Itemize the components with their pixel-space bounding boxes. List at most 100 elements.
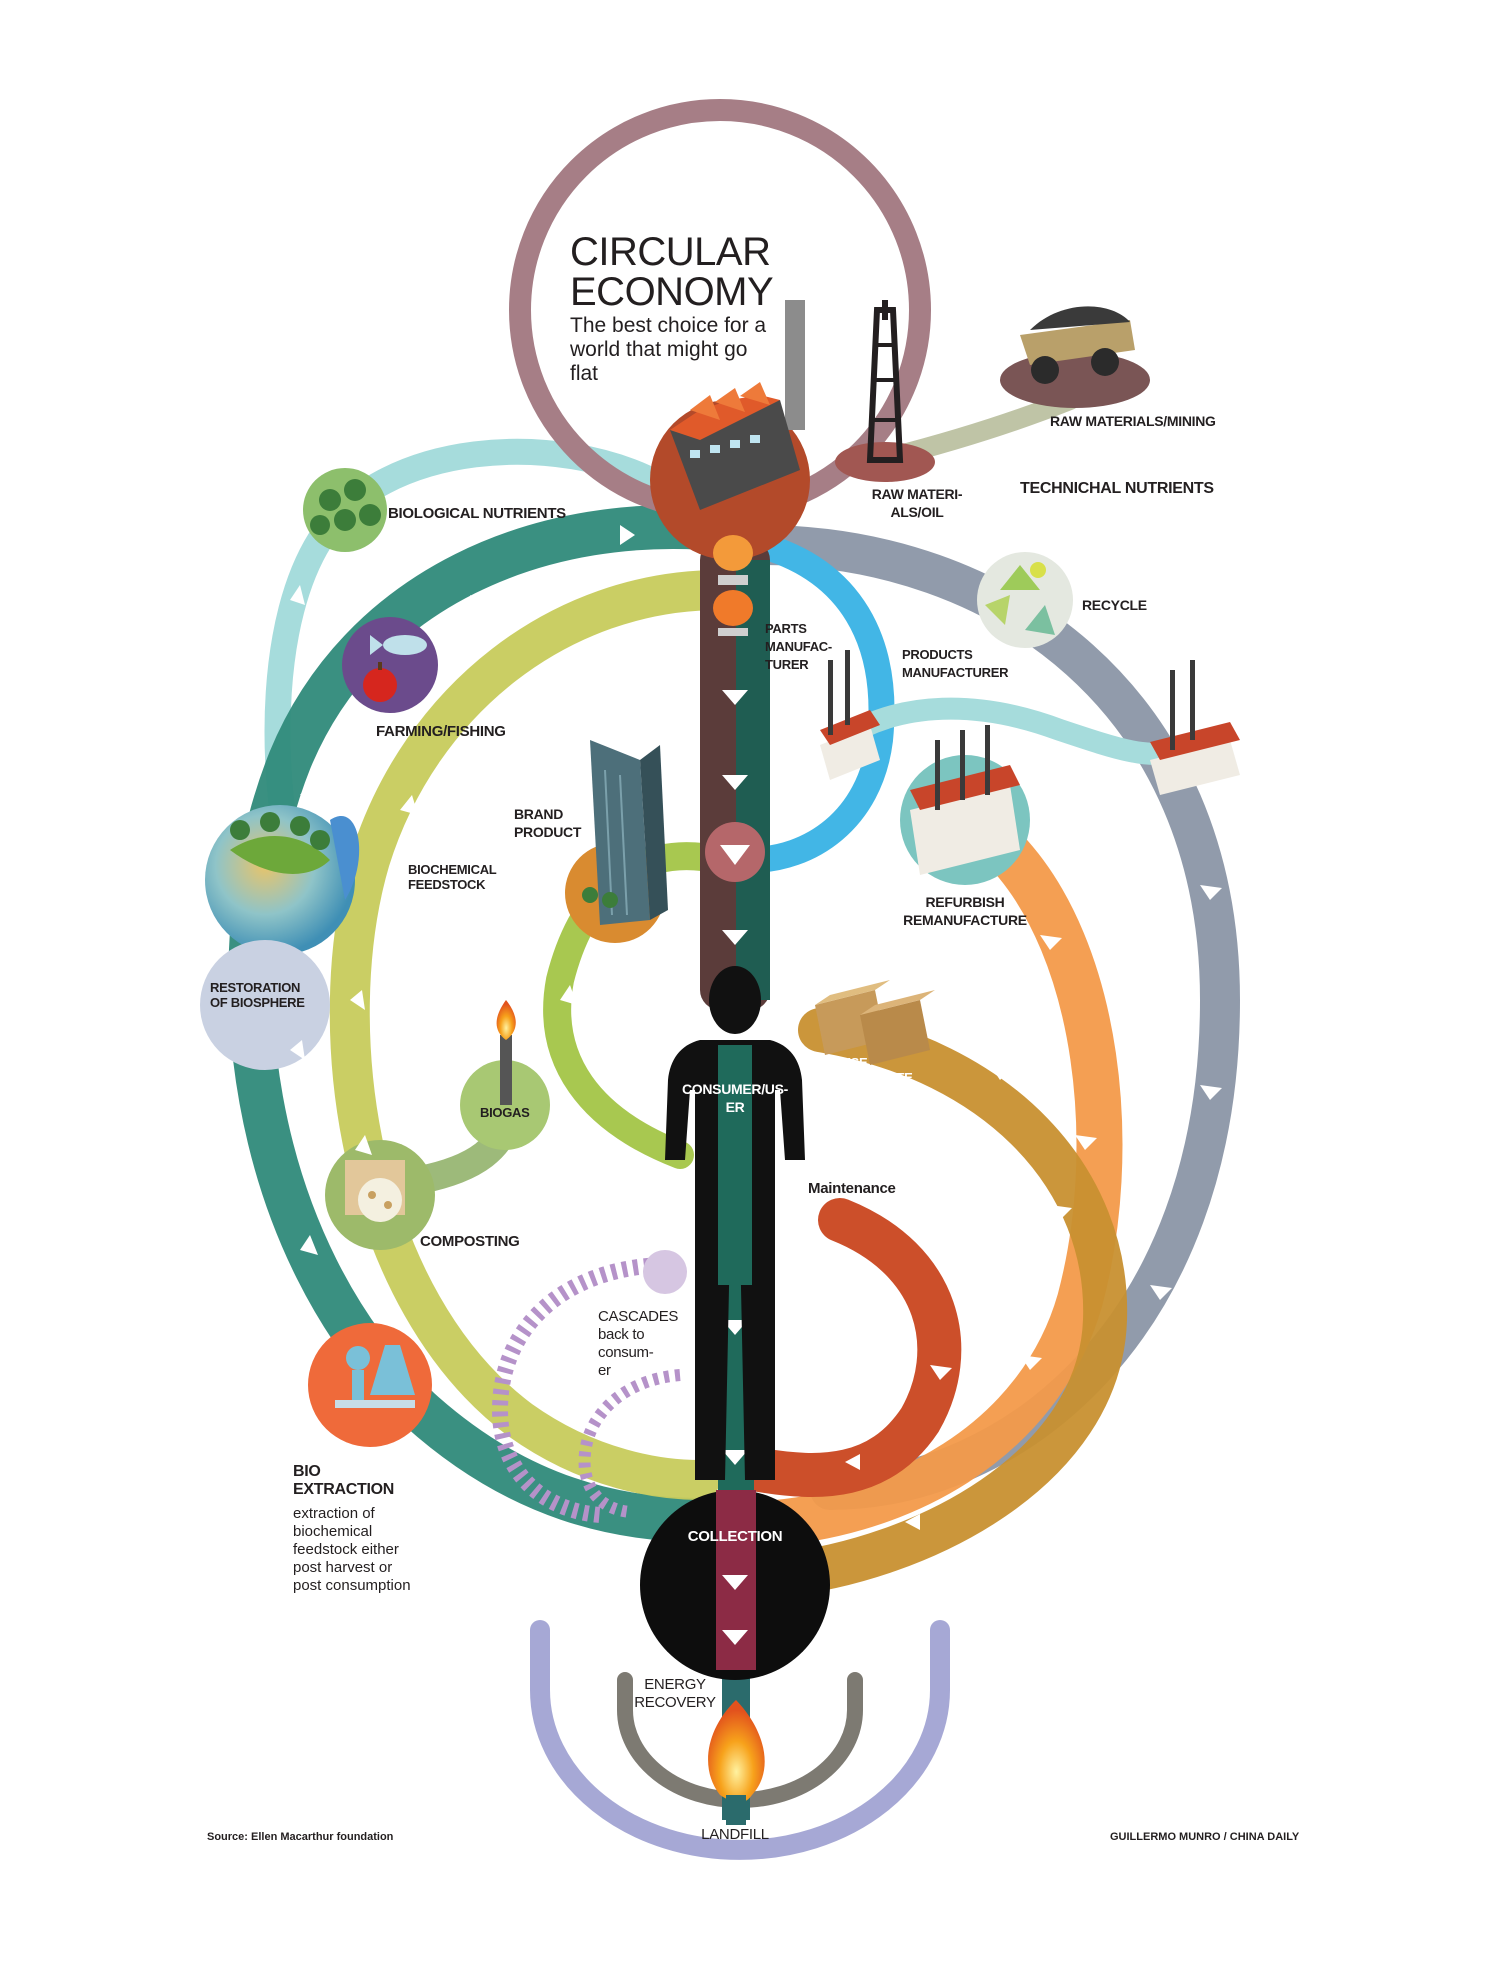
biochemical-feedstock-line-1: BIOCHEMICAL <box>408 862 497 877</box>
consumer-line-1: CONSUMER/US- <box>681 1081 789 1097</box>
flow-arrow <box>300 780 318 800</box>
lantern-icon <box>713 535 753 636</box>
trees-icon <box>303 468 387 552</box>
bio-extraction-description: extraction of biochemical feedstock eith… <box>293 1505 411 1595</box>
flow-arrow <box>300 1235 318 1255</box>
boxes-icon <box>815 980 935 1065</box>
flow-arrow <box>620 525 635 545</box>
person-silhouette-icon <box>665 966 805 1480</box>
parts-manufacturer-line-2: MANUFAC- <box>765 639 832 654</box>
rehuse-line-2: REDESTRIBUTE <box>815 1070 913 1085</box>
parts-manufacturer-line-3: TURER <box>765 657 809 672</box>
recycle-label: RECYCLE <box>1082 597 1147 613</box>
reuse-loop <box>758 1008 1128 1597</box>
energy-recovery-line-1: ENERGY <box>644 1676 706 1693</box>
cascades-label: CASCADES back to consum- er <box>598 1308 678 1380</box>
maintenance-label: Maintenance <box>808 1180 896 1197</box>
refurbish-line-2: REMANUFACTURE <box>903 912 1027 928</box>
stem-arrow <box>722 775 748 790</box>
refurbish-label: REFURBISH REMANUFACTURE <box>885 893 1045 929</box>
products-manufacturer-label: PRODUCTS MANUFACTURER <box>902 646 1008 682</box>
raw-materials-oil-label: RAW MATERI- ALS/OIL <box>862 485 972 521</box>
stem-arrow <box>722 1320 748 1335</box>
products-manufacturer-link <box>829 697 1191 765</box>
flow-arrow <box>475 470 490 490</box>
rehuse-line-1: REHUSE <box>815 1055 868 1070</box>
author-credit: GUILLERMO MUNRO / CHINA DAILY <box>1110 1831 1300 1843</box>
flow-arrow <box>640 620 655 640</box>
maintenance-loop <box>738 1198 962 1497</box>
landfill-arc <box>530 1620 950 1860</box>
title-line-2: ECONOMY <box>570 270 774 314</box>
bio-extraction-desc-line-1: extraction of <box>293 1505 375 1522</box>
flow-arrow <box>1040 935 1062 950</box>
collection-label: COLLECTION <box>687 1528 783 1545</box>
restoration-line-1: RESTORATION <box>210 980 301 995</box>
biogas-label: BIOGAS <box>480 1105 530 1120</box>
biological-nutrients-label: BIOLOGICAL NUTRIENTS <box>388 505 566 522</box>
bio-extraction-desc-line-5: post consumption <box>293 1577 411 1594</box>
flow-arrow <box>1075 1135 1097 1150</box>
flow-arrow <box>1050 1205 1072 1220</box>
flow-arrow <box>1160 655 1175 672</box>
parts-manufacturer-line-1: PARTS <box>765 621 807 636</box>
fish-apple-icon <box>342 617 438 713</box>
raw-materials-oil-line-2: ALS/OIL <box>890 504 944 520</box>
technical-nutrients-label: TECHNICHAL NUTRIENTS <box>1020 480 1214 497</box>
farming-fishing-label: FARMING/FISHING <box>376 723 506 740</box>
stem-arrow <box>722 690 748 705</box>
factory-node <box>650 300 810 560</box>
consumer-line-2: ER <box>725 1099 745 1115</box>
flow-arrow <box>845 1454 860 1470</box>
flow-arrow <box>930 1365 952 1380</box>
flow-arrow <box>990 1065 1012 1080</box>
cascades-line-2: back to <box>598 1326 645 1343</box>
parts-manufacturer-loop <box>737 532 895 873</box>
refurbish-loop <box>722 827 1123 1548</box>
flow-arrow <box>895 625 915 640</box>
page-title: CIRCULAR ECONOMY <box>570 230 774 314</box>
flow-arrow <box>1200 885 1222 900</box>
torch-icon <box>460 1000 550 1150</box>
source-credit: Source: Ellen Macarthur foundation <box>207 1831 394 1843</box>
biochemical-feedstock-line-2: FEEDSTOCK <box>408 877 486 892</box>
title-line-1: CIRCULAR <box>570 230 771 274</box>
stem-node-arrow <box>720 845 750 865</box>
restoration-node <box>200 940 330 1070</box>
brand-product-line-2: PRODUCT <box>514 824 582 840</box>
flow-arrows <box>290 470 1222 1530</box>
flow-arrow <box>290 585 305 605</box>
flow-arrow <box>905 1514 920 1530</box>
cascades-node <box>643 1250 687 1294</box>
raw-materials-oil-line-1: RAW MATERI- <box>871 486 963 502</box>
biochemical-feedstock-label: BIOCHEMICAL FEEDSTOCK <box>408 862 497 892</box>
flow-arrow <box>1150 1285 1172 1300</box>
compost-icon <box>325 1140 435 1250</box>
stem-arrow <box>722 1450 748 1465</box>
products-manufacturer-line-1: PRODUCTS <box>902 647 973 662</box>
cascades-dashes-outer <box>491 1257 661 1523</box>
refurbish-line-1: REFURBISH <box>925 894 1005 910</box>
restoration-of-biosphere-label: RESTORATION OF BIOSPHERE <box>210 980 305 1010</box>
energy-recovery-label: ENERGY RECOVERY <box>615 1676 735 1712</box>
brand-product-label: BRAND PRODUCT <box>514 805 581 841</box>
oil-rig-icon <box>835 300 935 482</box>
flow-arrow <box>470 595 485 615</box>
skyscraper-icon <box>565 740 668 943</box>
flow-arrow <box>290 1040 305 1060</box>
flow-arrow <box>1200 1085 1222 1100</box>
mining-truck-icon <box>1000 306 1150 408</box>
lab-flask-icon <box>308 1323 432 1447</box>
bio-extraction-desc-line-4: post harvest or <box>293 1559 393 1576</box>
consumer-user-label: CONSUMER/US- ER <box>655 1080 815 1116</box>
recycle-factory-icon <box>1150 660 1240 795</box>
cascades-line-4: er <box>598 1362 611 1379</box>
page-subtitle: The best choice for a world that might g… <box>570 314 767 385</box>
flow-arrow <box>1020 1355 1042 1370</box>
refurbish-factory-icon <box>900 725 1030 885</box>
bio-extraction-line-2: EXTRACTION <box>293 1481 395 1498</box>
parts-manufacturer-label: PARTS MANUFAC- TURER <box>765 620 832 674</box>
factory-chimney <box>785 300 805 430</box>
bio-extraction-desc-line-3: feedstock either <box>293 1541 399 1558</box>
